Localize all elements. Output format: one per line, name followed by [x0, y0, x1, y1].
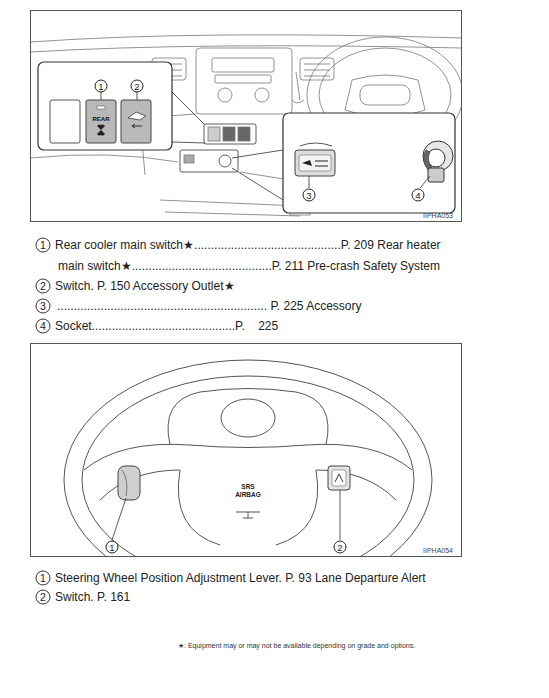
callout-leader: [112, 490, 340, 540]
figure-code: IIPHA053: [423, 212, 453, 219]
left-inset: [172, 142, 205, 143]
dashboard-drawing: [360, 85, 410, 105]
dashboard-drawing: [238, 127, 250, 141]
left-inset: [97, 106, 105, 109]
dashboard-drawing: [184, 155, 194, 163]
steering-wheel-drawing: [122, 470, 127, 496]
left-inset: [97, 125, 105, 136]
steering-wheel-drawing: [64, 360, 432, 557]
left-inset: [128, 112, 146, 120]
airbag-mark: AIRBAG: [235, 491, 261, 498]
list-number: 1: [36, 571, 51, 586]
steering-wheel-drawing: [236, 512, 260, 518]
steering-wheel-drawing: [64, 360, 432, 557]
right-inset: [299, 155, 331, 171]
list-text: Switch. P. 161: [55, 590, 130, 604]
left-inset: [38, 62, 205, 150]
right-inset: [302, 160, 312, 166]
left-inset: [132, 124, 142, 128]
dashboard-drawing: [255, 88, 269, 102]
steering-wheel-drawing: [328, 466, 350, 490]
right-inset: [283, 113, 455, 213]
callout-number: 1: [95, 80, 108, 93]
steering-wheel-drawing: [335, 474, 343, 482]
left-inset: [121, 100, 151, 143]
right-inset: [315, 165, 328, 166]
list-text: Rear cooler main switch★................…: [55, 238, 441, 252]
steering-wheel-drawing: [168, 389, 328, 446]
callout-number: 3: [303, 189, 316, 202]
right-inset: [295, 150, 335, 176]
right-inset: [309, 176, 310, 188]
left-inset: [38, 62, 172, 150]
footnote: ★: Equipment may or may not be available…: [178, 642, 415, 650]
list-number: 3: [36, 299, 51, 314]
right-inset: [428, 168, 444, 182]
list-number: 2: [36, 279, 51, 294]
steering-wheel-drawing: [332, 470, 346, 486]
callout-number: 1: [106, 541, 119, 554]
dashboard-drawing: [345, 75, 425, 118]
list-number: 1: [36, 238, 51, 253]
airbag-mark: SRS: [241, 483, 254, 490]
dashboard-drawing: [208, 127, 220, 141]
button-label: REAR: [92, 116, 109, 122]
dashboard-drawing: [30, 155, 178, 162]
dashboard-drawing: [292, 72, 304, 103]
dashboard-drawing: [204, 124, 256, 144]
dashboard-drawing: [212, 58, 274, 72]
callout-number: 2: [131, 80, 144, 93]
list-number: 4: [36, 319, 51, 334]
callout-number: 2: [334, 541, 347, 554]
dashboard-drawing: [304, 70, 330, 71]
dashboard-drawing: [219, 155, 231, 167]
right-inset: [315, 160, 328, 161]
right-inset: [232, 168, 283, 200]
dashboard-drawing: [30, 35, 462, 42]
right-inset: [300, 143, 332, 146]
dashboard-drawing: [304, 64, 330, 65]
right-inset: [423, 141, 453, 171]
list-text: Switch. P. 150 Accessory Outlet★: [55, 279, 235, 293]
dashboard-drawing: [215, 75, 271, 83]
dashboard-drawing: [30, 35, 462, 216]
right-inset: [420, 176, 430, 188]
right-inset: [232, 113, 455, 213]
dashboard-drawing: [300, 58, 334, 80]
left-inset: [50, 100, 80, 143]
left-inset: [86, 100, 116, 143]
callout-leader: [340, 490, 341, 540]
dashboard-drawing: [160, 200, 300, 216]
list-text: ........................................…: [57, 299, 362, 313]
left-inset: [172, 92, 205, 125]
list-text: Steering Wheel Position Adjustment Lever…: [55, 571, 426, 585]
figure-code: IIPHA054: [423, 547, 453, 554]
steering-wheel-drawing: [118, 466, 140, 500]
right-inset: [423, 150, 432, 170]
right-inset: [232, 150, 283, 158]
dashboard-drawing: [180, 150, 238, 172]
figure-frame: IIPHA054: [30, 343, 462, 557]
list-text: Socket..................................…: [55, 319, 278, 333]
steering-wheel-drawing: [178, 470, 317, 545]
dashboard-drawing: [218, 88, 232, 102]
steering-wheel-drawing: [221, 399, 275, 437]
steering-wheel-drawing: [82, 376, 414, 557]
callout-number: 4: [412, 189, 425, 202]
callout-leader: [112, 498, 126, 540]
dashboard-drawing: [304, 76, 330, 77]
dashboard-drawing: [196, 48, 292, 114]
dashboard-drawing: [223, 127, 235, 141]
list-text: main switch★............................…: [58, 259, 440, 273]
list-number: 2: [36, 590, 51, 605]
